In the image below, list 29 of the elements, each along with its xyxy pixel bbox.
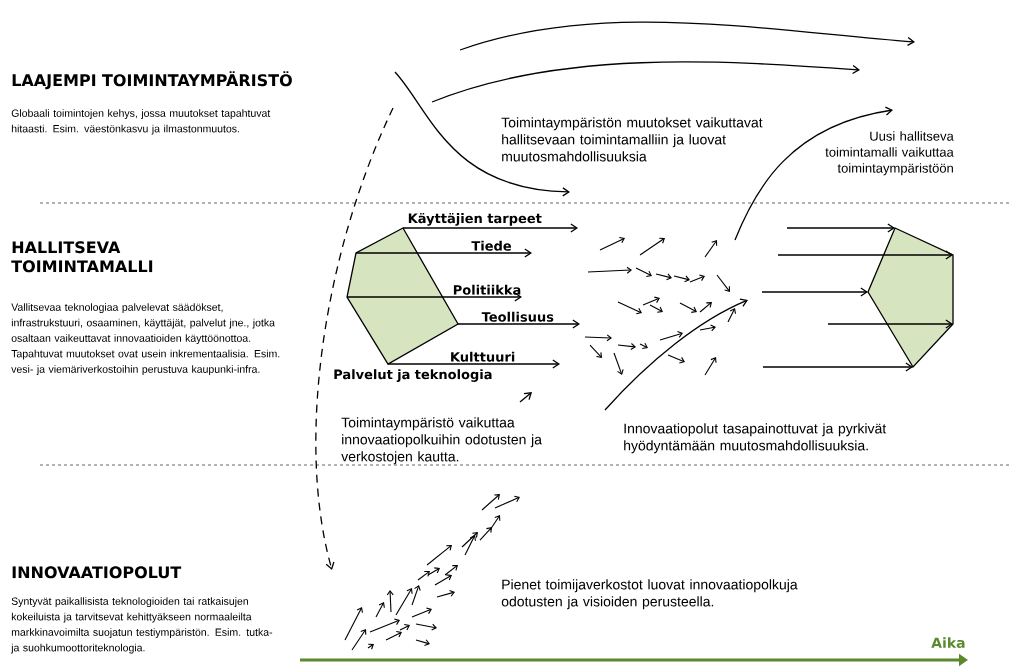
description-text: Vallitsevaa teknologiaa palvelevat säädökset, infrastrukstuuri, osaaminen, käyttäjät, palvelut jne., jotka osaltaan vaikeuttavat innovaatioiden käyttöönottoa. Tapahtuvat muutokset ovat usein inkrementaalisia. Esim. vesi- ja viemäriverkostoihin perustuva kaupunki-infra. <box>11 303 280 375</box>
arrow <box>786 223 895 233</box>
arrow <box>827 319 953 329</box>
arrow <box>387 359 560 369</box>
arrow <box>762 362 913 372</box>
annotation-text: Uusi hallitseva toimintamalli vaikuttaa toimintaympäristöön <box>825 131 954 176</box>
edge-label: Kulttuuri <box>451 351 515 362</box>
heading: INNOVAATIOPOLUT <box>12 566 182 579</box>
arrow <box>355 248 532 258</box>
arrow <box>346 292 522 302</box>
pentagon-shape <box>867 227 954 369</box>
description-text: Globaali toimintojen kehys, jossa muutokset tapahtuvat hitaasti. Esim. väestönkasvu ja ilmastonmuutos. <box>11 109 271 135</box>
arrow <box>457 319 580 329</box>
heading: LAAJEMPI TOIMINTAYMPÄRISTÖ <box>12 71 292 90</box>
factor-label: Palvelut ja teknologia <box>334 369 492 382</box>
edge-label: Politiikka <box>453 284 521 295</box>
annotation-text: Toimintaympäristö vaikuttaa innovaatiopolkuihin odotusten ja verkostojen kautta. <box>341 417 542 465</box>
annotation-text: Pienet toimijaverkostot luovat innovaatiopolkuja odotusten ja visioiden perusteella. <box>501 579 798 610</box>
edge-label: Teollisuus <box>481 311 554 322</box>
annotation-text: Toimintaympäristön muutokset vaikuttavat hallitsevaan toimintamalliin ja luovat muutosmahdollisuuksia <box>501 117 763 162</box>
heading: HALLITSEVA TOIMINTAMALLI <box>11 241 153 273</box>
axis-label: Aika <box>931 637 965 649</box>
arrow <box>777 250 953 260</box>
arrow <box>761 287 868 297</box>
arrow <box>402 223 578 233</box>
annotation-text: Innovaatiopolut tasapainottuvat ja pyrkivät hyödyntämään muutosmahdollisuuksia. <box>624 423 887 454</box>
edge-label: Tiede <box>471 240 512 251</box>
description-text: Syntyvät paikallisista teknologioiden tai ratkaisujen kokeiluista ja tarvitsevat kehittyäkseen normaaleilta markkinavoimilta suojatun testiympäristön. Esim. tutka- ja suohkumoottoriteknologia. <box>10 597 273 654</box>
edge-label: Käyttäjien tarpeet <box>408 212 542 226</box>
